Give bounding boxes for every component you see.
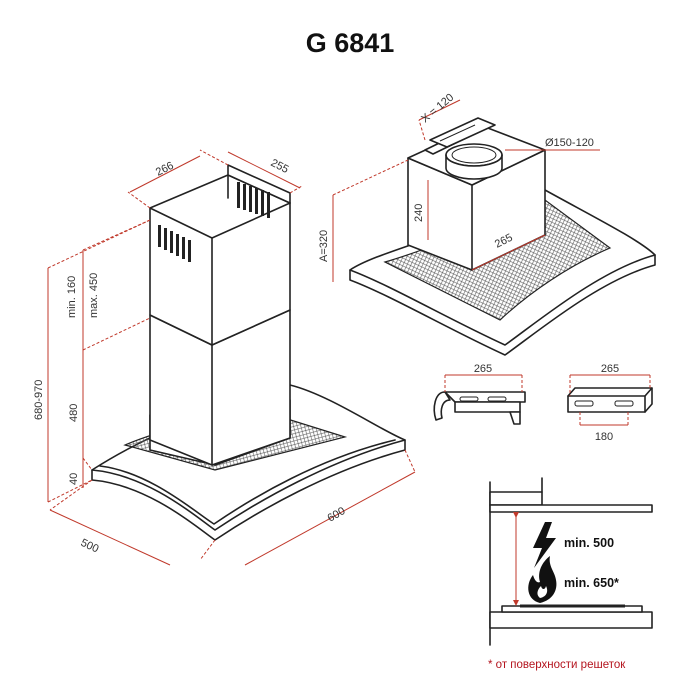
clearance-diagram	[489, 477, 653, 646]
motor-dimension-lines	[332, 99, 600, 282]
lightning-icon	[533, 522, 556, 568]
page-title: G 6841	[306, 28, 395, 58]
clearance-electric: min. 500	[564, 536, 614, 550]
clearance-gas: min. 650*	[564, 576, 619, 590]
dim-bracket-slot: 180	[595, 431, 613, 443]
dim-chimney-depth: 266	[154, 160, 176, 179]
dim-chimney-width: 255	[269, 157, 291, 176]
vent-slots-left	[158, 225, 191, 262]
dim-duct: Ø150-120	[545, 137, 594, 149]
motor-view: X = 120 Ø150-120 A=320 240 265	[318, 92, 656, 356]
dim-depth: 500	[79, 537, 101, 556]
dim-bracket-right: 265	[601, 363, 619, 375]
dim-upper-max: max. 450	[88, 273, 100, 318]
dim-upper-min: min. 160	[66, 276, 78, 318]
dim-box-height: 240	[413, 204, 425, 222]
dim-height-a: A=320	[318, 230, 330, 262]
main-hood-view: 266 255 min. 160 max. 450 680-970 480 40…	[33, 149, 416, 566]
flame-icon	[528, 556, 557, 603]
footnote: * от поверхности решеток	[488, 659, 626, 671]
dim-total-height: 680-970	[33, 380, 45, 420]
dim-bracket-left: 265	[474, 363, 492, 375]
dim-width: 600	[326, 505, 348, 525]
dim-x-offset: X = 120	[419, 92, 456, 126]
dim-lower-chimney: 480	[68, 404, 80, 422]
main-dimension-lines	[47, 149, 416, 566]
vent-slots-right	[237, 182, 270, 218]
dim-canopy-height: 40	[68, 473, 80, 485]
bracket-left	[433, 374, 526, 425]
bracket-right	[567, 374, 653, 426]
